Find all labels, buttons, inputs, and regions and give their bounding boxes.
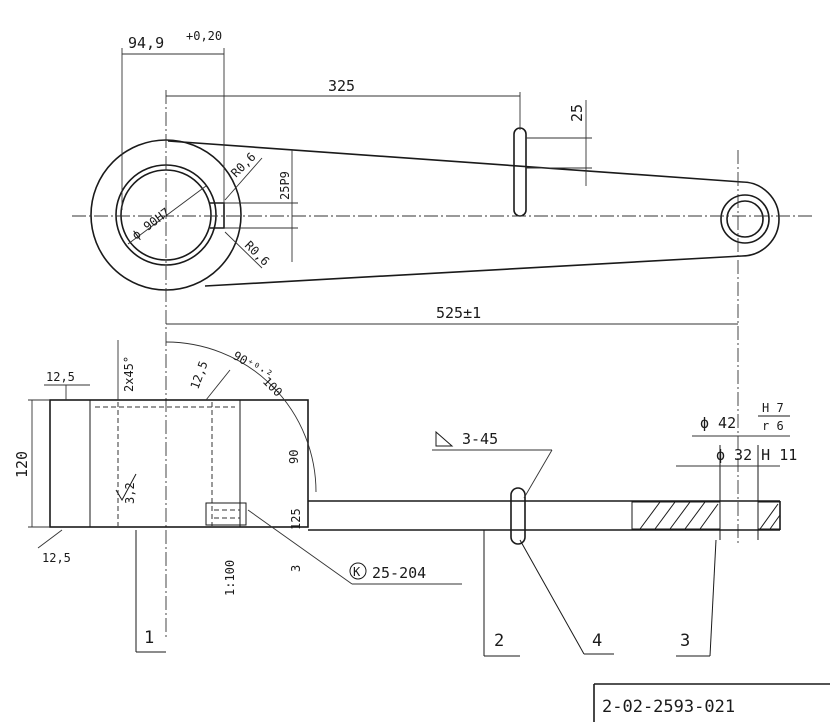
- dim-12-5-bottom-leader: [37, 529, 63, 549]
- part-1-label: 1: [144, 628, 154, 648]
- roughness-value: 3,2: [123, 482, 137, 504]
- keyway-width-label: 25P9: [278, 171, 292, 200]
- keyway: [210, 202, 225, 229]
- dim-12-5-mid-label: 12,5: [188, 359, 211, 391]
- dim-12-5-bottom-label: 12,5: [42, 551, 71, 565]
- pin-front: [510, 487, 526, 545]
- part-4-leader: [519, 539, 585, 655]
- phi32-label: ϕ 32 H 11: [716, 446, 797, 464]
- title-block: 2-02-2593-021: [593, 683, 830, 722]
- k-text: 25-204: [372, 564, 426, 582]
- angle-arc: [165, 341, 317, 493]
- front-keyway: [205, 502, 247, 526]
- radius-top-label: R0,6: [228, 150, 258, 180]
- radius-bottom-leader: [224, 231, 263, 269]
- pin-slot: [513, 127, 527, 217]
- dim-325-label: 325: [328, 77, 355, 95]
- arm-bottom-edge: [204, 255, 743, 287]
- angle-90-label: 90: [287, 450, 301, 464]
- phi42-label: ϕ 42: [700, 414, 736, 432]
- dim-125-label: 125: [289, 508, 303, 530]
- dim-94-9-tolerance: +0,20: [186, 29, 222, 43]
- dim-3-label: 3: [289, 565, 303, 572]
- dim-12-5-mid-leader: [205, 369, 231, 401]
- drawing-number: 2-02-2593-021: [602, 697, 735, 717]
- weld-leader: [523, 449, 553, 499]
- part-3-vertical: [709, 539, 717, 657]
- part-2-label: 2: [494, 631, 504, 651]
- part-4-label: 4: [592, 631, 602, 651]
- top-view: ϕ 90H7 R0,6 R0,6 25P9 94,9 +0,20 325 25 …: [72, 29, 812, 640]
- eye-circle-inner: [726, 200, 764, 238]
- k-mark: K: [353, 565, 361, 579]
- bore-dimension-line: [127, 185, 207, 245]
- weld-label: 3-45: [462, 430, 498, 448]
- front-view: 12,5 2x45° 12,5 120 12,5 3,2 125 3 1:100…: [13, 340, 797, 657]
- radius-top-leader: [224, 157, 263, 201]
- dim-12-5-top-label: 12,5: [46, 370, 75, 384]
- eye-outer: [741, 181, 780, 257]
- fit-h7-label: H 7: [762, 401, 784, 415]
- dim-120-label: 120: [13, 451, 31, 478]
- k-circle: [349, 562, 367, 580]
- hub-body: [49, 399, 309, 528]
- arm-top-edge: [167, 140, 743, 183]
- fit-r6-label: r 6: [762, 419, 784, 433]
- dim-1-100-label: 1:100: [223, 560, 237, 596]
- eye-circle-outer: [720, 194, 770, 244]
- dim-94-9-label: 94,9: [128, 34, 164, 52]
- weld-symbol: [435, 430, 454, 447]
- dim-2x45-label: 2x45°: [122, 356, 136, 392]
- part-3-label: 3: [680, 631, 690, 651]
- k-leader: [247, 509, 353, 585]
- dim-525-label: 525±1: [436, 304, 481, 322]
- roughness-symbol: [115, 473, 137, 502]
- dim-25-top-label: 25: [568, 104, 586, 122]
